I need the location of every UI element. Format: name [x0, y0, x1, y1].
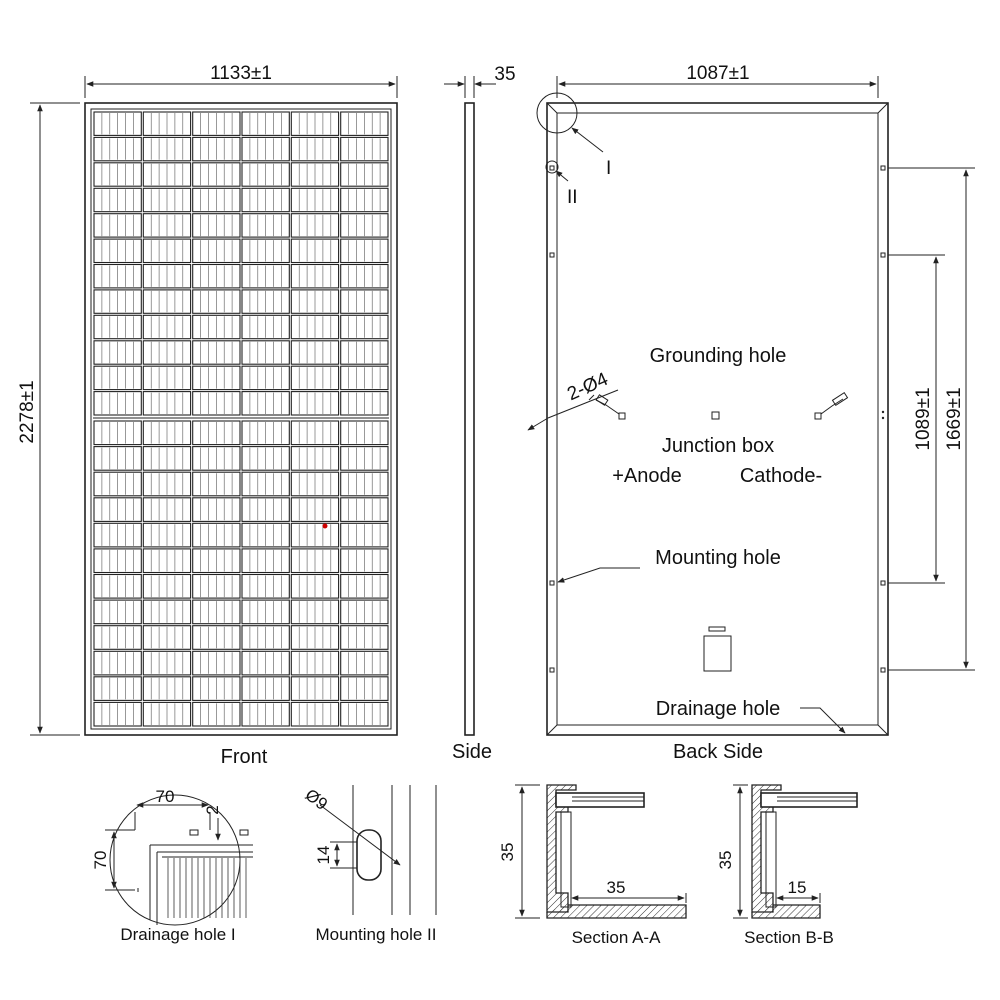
section-b-width: 15 [788, 878, 807, 897]
section-b-glass [760, 792, 858, 808]
anode-label: +Anode [612, 465, 682, 487]
side-view: 35 Side [444, 64, 516, 763]
section-b-caption: Section B-B [744, 928, 834, 947]
junction-box [527, 389, 849, 431]
cathode-connector [831, 391, 849, 407]
back-inner-frame [556, 112, 879, 726]
inner-span-label: 1089±1 [913, 387, 934, 450]
front-inner-frame [90, 108, 392, 730]
mounting-detail: Ø9 14 Mounting hole II [302, 785, 437, 944]
front-caption: Front [221, 746, 268, 768]
front-view [84, 102, 398, 736]
side-caption: Side [452, 741, 492, 763]
front-height-label: 2278±1 [17, 380, 38, 443]
side-frame [464, 102, 475, 736]
mount-span-label: 1669±1 [944, 387, 965, 450]
section-a-height: 35 [498, 843, 517, 862]
mounting-detail-caption: Mounting hole II [316, 925, 437, 944]
grounding-hole-label: Grounding hole [650, 345, 787, 367]
section-a-caption: Section A-A [572, 928, 661, 947]
cathode-terminal [814, 412, 822, 420]
front-outer-frame [84, 102, 398, 736]
detail-circle-2 [545, 160, 559, 174]
back-caption: Back Side [673, 741, 763, 763]
front-width-dimension: 1133±1 [84, 63, 398, 98]
cell-grid [93, 111, 389, 727]
center-marker [322, 523, 328, 529]
junction-box-body [711, 411, 720, 420]
detail-marker-1: I [606, 158, 611, 179]
hole-spec-label: 2-Ø4 [564, 369, 612, 406]
section-b: 35 15 Section B-B [716, 784, 858, 947]
side-thickness-label: 35 [494, 64, 515, 85]
mounting-hole-label: Mounting hole [655, 547, 781, 569]
back-width-label: 1087±1 [686, 63, 749, 84]
drainage-hole-label: Drainage hole [656, 698, 781, 720]
drainage-detail: 70 2 70 Drainage hole I [91, 787, 253, 944]
front-height-dimension: 2278±1 [17, 102, 80, 736]
front-width-label: 1133±1 [210, 63, 272, 84]
drainage-detail-caption: Drainage hole I [120, 925, 235, 944]
drainage-dim-c: 70 [91, 851, 110, 870]
drainage-dim-a: 70 [156, 787, 175, 806]
section-b-height: 35 [716, 851, 735, 870]
back-width-dimension: 1087±1 [556, 63, 879, 98]
section-a-glass [555, 792, 645, 808]
cathode-label: Cathode- [740, 465, 822, 487]
label-plate [703, 635, 732, 672]
anode-terminal [618, 412, 626, 420]
mounting-holes [549, 165, 886, 673]
mounting-dim-label: 14 [314, 846, 333, 865]
drainage-dim-b: 2 [203, 805, 222, 814]
mounting-slot [356, 829, 382, 881]
junction-box-label: Junction box [662, 435, 774, 457]
section-a-width: 35 [607, 878, 626, 897]
back-vertical-dimensions: 1669±1 1089±1 [888, 167, 975, 671]
detail-marker-2: II [567, 187, 578, 208]
back-view: I II 2-Ø4 Grounding hole Junction box +A… [527, 92, 889, 763]
anode-connector [595, 394, 609, 406]
section-a: 35 35 Section A-A [498, 784, 687, 947]
